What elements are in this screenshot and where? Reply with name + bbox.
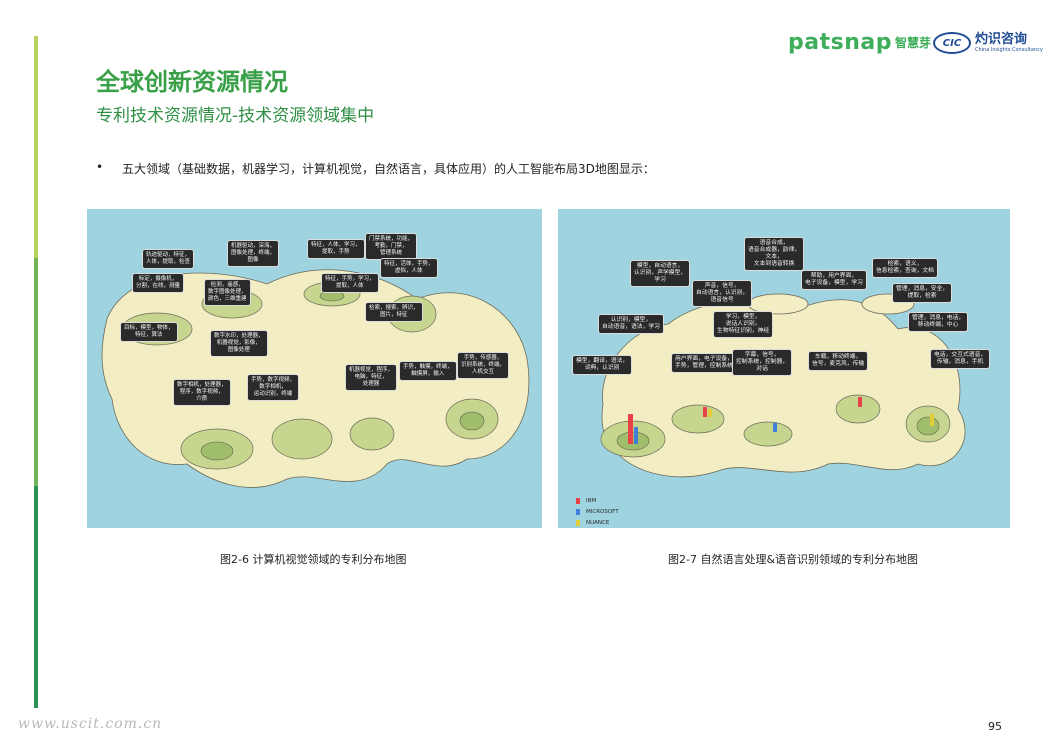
bullet-item: • 五大领域（基础数据，机器学习，计算机视觉，自然语言，具体应用）的人工智能布局… bbox=[96, 160, 655, 177]
map-label: 语音合成， 语音合成器，韵律， 文本， 文本到语音转换 bbox=[744, 237, 805, 271]
map-label: 特征，活体，手势， 虚拟，人体 bbox=[380, 258, 438, 278]
sidebar-accent-bar-bottom bbox=[34, 486, 38, 708]
company-patent-bars bbox=[628, 397, 934, 444]
legend-item: MICROSOFT bbox=[576, 506, 619, 517]
map-label: 管理，消息，安全， 提取，检索 bbox=[892, 283, 953, 303]
cic-logo-en: China Insights Consultancy bbox=[975, 46, 1043, 53]
cic-logo-mark: CIC bbox=[933, 32, 971, 54]
map-label: 电话，交互式语音， 传输，消息，手机 bbox=[930, 349, 991, 369]
sidebar-accent-bar-top bbox=[34, 36, 38, 258]
map-label: 特征，人体，学习， 提取，手势 bbox=[307, 239, 365, 259]
figure-caption-right: 图2-7 自然语言处理&语音识别领域的专利分布地图 bbox=[668, 553, 919, 566]
map-label: 帮助，用户界面， 电子设备，模型，学习 bbox=[801, 270, 867, 290]
legend-swatch-microsoft bbox=[576, 508, 580, 515]
page-subtitle: 专利技术资源情况-技术资源领域集中 bbox=[96, 106, 375, 126]
map-label: 标定，摄像机， 分割，在线，测量 bbox=[132, 273, 185, 293]
page-number: 95 bbox=[988, 720, 1002, 733]
legend-item: IBM bbox=[576, 495, 619, 506]
map-label: 声音，信号， 自动语言，认识别， 语音信号 bbox=[692, 280, 753, 307]
figure-caption-left: 图2-6 计算机视觉领域的专利分布地图 bbox=[220, 553, 407, 566]
nlp-map-terrain bbox=[600, 293, 966, 478]
map-label: 学习，模型， 说话人识别， 生物特征识别，神经 bbox=[713, 311, 774, 338]
watermark: www.uscit.com.cn bbox=[18, 716, 163, 732]
patsnap-logo: patsnap 智慧芽 bbox=[788, 30, 931, 55]
page-title: 全球创新资源情况 bbox=[96, 68, 288, 96]
map-legend: IBM MICROSOFT NUANCE bbox=[576, 495, 619, 528]
cv-map-terrain bbox=[101, 269, 530, 488]
map-label: 机器驱动，深海， 图像处理，终端， 图像 bbox=[227, 240, 280, 267]
map-label: 管理，消息，电话， 移动终端，中心 bbox=[908, 312, 969, 332]
map-label: 手势，触摸，终端， 触摸屏，输入 bbox=[399, 361, 457, 381]
map-label: 目标，模型，物体， 特征，算法 bbox=[120, 322, 178, 342]
nlp-patent-map: 语音合成， 语音合成器，韵律， 文本， 文本到语音转换 模型，自动语言， 认识别… bbox=[558, 209, 1010, 528]
legend-label: IBM bbox=[586, 497, 597, 504]
legend-swatch-ibm bbox=[576, 497, 580, 504]
map-label: 检索，搜索，辨识， 图片，特征 bbox=[365, 302, 423, 322]
sidebar-accent-bar-middle bbox=[34, 258, 38, 486]
map-label: 门禁系统，功能， 考勤，门禁， 管理系统 bbox=[365, 233, 418, 260]
map-label: 认识别，模型， 自动语音，语法，学习 bbox=[598, 314, 664, 334]
map-label: 特征，手势，学习， 提取，人体 bbox=[321, 273, 379, 293]
cv-patent-map: 轨迹驱动，特征， 人体，提取，检查 机器驱动，深海， 图像处理，终端， 图像 特… bbox=[87, 209, 542, 528]
map-label: 手势，数字视频， 数字相机， 运动识别，终端 bbox=[247, 374, 300, 401]
map-label: 字幕，信号， 控制系统，控制器， 对话 bbox=[732, 349, 793, 376]
legend-item: NUANCE bbox=[576, 517, 619, 528]
legend-swatch-nuance bbox=[576, 519, 580, 526]
cic-logo: CIC 灼识咨询 China Insights Consultancy bbox=[933, 32, 1043, 54]
map-label: 手势，传感器， 识别系统，终端， 人机交互 bbox=[457, 352, 510, 379]
map-label: 检测，遥感， 数字图像处理， 颜色，三维重建 bbox=[204, 279, 251, 306]
map-label: 模型，自动语言， 认识别，声学模型， 学习 bbox=[630, 260, 691, 287]
bullet-text: 五大领域（基础数据，机器学习，计算机视觉，自然语言，具体应用）的人工智能布局3D… bbox=[122, 162, 655, 176]
bullet-marker: • bbox=[96, 160, 104, 174]
patsnap-logo-cn: 智慧芽 bbox=[894, 36, 931, 50]
map-label: 车载，移动终端， 信号，麦克风，传输 bbox=[808, 351, 869, 371]
map-label: 机器视觉，程序， 电脑，特征， 处理器 bbox=[345, 364, 398, 391]
cic-logo-cn: 灼识咨询 bbox=[975, 31, 1028, 47]
map-label: 数字水印，处理器， 机器视觉，影像， 图像处理 bbox=[210, 330, 268, 357]
legend-label: NUANCE bbox=[586, 519, 610, 526]
map-label: 模型，翻译，语法， 词典，认识别 bbox=[572, 355, 633, 375]
map-label: 检索，语义， 信息检索，查询，文档 bbox=[872, 258, 938, 278]
map-label: 数字相机，处理器， 程序，数字视频， 介质 bbox=[173, 379, 231, 406]
patsnap-logo-text: patsnap bbox=[788, 30, 892, 55]
legend-label: MICROSOFT bbox=[586, 508, 619, 515]
map-label: 用户界面，电子设备， 手势，管理，控制系统 bbox=[671, 353, 737, 373]
map-label: 轨迹驱动，特征， 人体，提取，检查 bbox=[142, 249, 195, 269]
